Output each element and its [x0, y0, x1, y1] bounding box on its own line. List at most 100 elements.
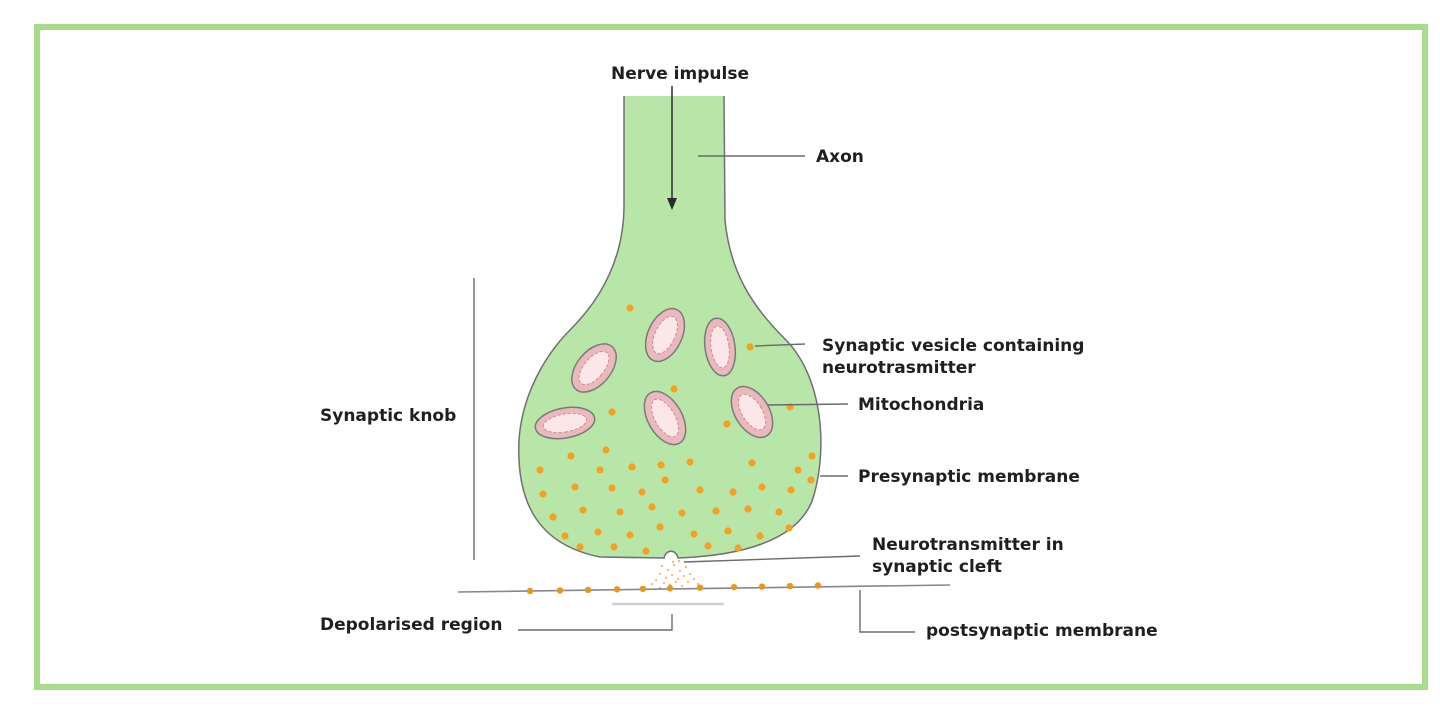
neurotransmitter-dot	[672, 563, 676, 567]
synaptic-vesicles	[536, 304, 816, 555]
neurotransmitter-dot	[684, 565, 688, 569]
vesicle-dot	[787, 486, 795, 494]
vesicle-dot	[602, 446, 610, 454]
vesicle-dot	[656, 523, 664, 531]
neurotransmitter-dot	[677, 559, 681, 563]
receptor-dot	[613, 586, 621, 593]
nerve-impulse-label: Nerve impulse	[611, 64, 749, 84]
neurotransmitter-dot	[658, 572, 662, 576]
receptor-dot	[814, 582, 822, 589]
vesicle-dot	[729, 488, 737, 496]
receptor-dot	[666, 585, 674, 592]
vesicle-dot	[670, 385, 678, 393]
vesicle-dot	[642, 547, 650, 555]
vesicle-dot	[616, 508, 624, 516]
neurotransmitter-dot	[662, 581, 666, 585]
vesicle-dot	[696, 486, 704, 494]
vesicle-dot	[748, 459, 756, 467]
vesicle-dot	[775, 508, 783, 516]
nerve-impulse-arrow	[667, 86, 677, 210]
vesicle-dot	[608, 408, 616, 416]
vesicle-dot	[608, 484, 616, 492]
vesicle-dot	[723, 420, 731, 428]
vesicle-dot	[794, 466, 802, 474]
vesicle-dot	[807, 476, 815, 484]
neurotransmitter-dot	[692, 577, 696, 581]
neurotransmitter-dot	[696, 582, 700, 586]
neurotransmitter-label-line2: synaptic cleft	[872, 557, 1002, 577]
membrane-receptors	[526, 582, 822, 595]
receptor-dot	[786, 582, 794, 590]
vesicle-dot	[648, 503, 656, 511]
vesicle-dot	[785, 524, 793, 532]
mitochondria-group	[534, 307, 774, 446]
vesicle-dot	[626, 304, 634, 312]
neurotransmitter-dot	[670, 573, 674, 577]
vesicle-dot	[661, 476, 669, 484]
mitochondrion	[534, 406, 596, 440]
vesicle-dot	[561, 532, 569, 540]
vesicle-dot	[724, 527, 732, 535]
neurotransmitter-dot	[680, 584, 684, 588]
receptor-dot	[730, 583, 738, 591]
vesicle-dot	[678, 509, 686, 517]
postsynaptic-membrane-leader	[859, 590, 915, 633]
synaptic-knob-label: Synaptic knob	[320, 406, 456, 426]
neurotransmitter-dot	[654, 578, 658, 582]
vesicle-dot	[567, 452, 575, 460]
postsynaptic-membrane-label: postsynaptic membrane	[926, 621, 1158, 641]
mitochondrion	[644, 307, 686, 363]
receptor-dot	[526, 587, 534, 595]
neurotransmitter-dot	[660, 564, 664, 568]
mitochondria-leader	[767, 403, 849, 406]
vesicle-dot	[686, 458, 694, 466]
vesicle-label-line1: Synaptic vesicle containing	[822, 336, 1084, 356]
vesicle-dot	[536, 466, 544, 474]
neurotransmitter-dot	[676, 577, 680, 581]
vesicle-dot	[758, 483, 766, 491]
depolarised-region-label: Depolarised region	[320, 615, 502, 635]
receptor-dot	[584, 586, 592, 594]
vesicle-dot	[657, 461, 665, 469]
vesicle-dot	[596, 466, 604, 474]
vesicle-dot	[626, 531, 634, 539]
receptor-dot	[556, 587, 564, 594]
mitochondrion	[730, 385, 774, 439]
neurotransmitter-dot	[686, 580, 690, 584]
presynaptic-membrane-label: Presynaptic membrane	[858, 467, 1080, 487]
vesicle-label-line2: neurotrasmitter	[822, 358, 976, 378]
postsynaptic-membrane-line	[457, 584, 951, 593]
neurotransmitter-dot	[671, 560, 675, 564]
vesicle-dot	[704, 542, 712, 550]
neurotransmitter-dot	[688, 572, 692, 576]
vesicle-leader	[754, 343, 806, 347]
neurotransmitter-dot	[674, 580, 678, 584]
vesicle-dot	[756, 532, 764, 540]
neurotransmitter-label-line1: Neurotransmitter in	[872, 535, 1064, 555]
vesicle-dot	[539, 490, 547, 498]
vesicle-dot	[594, 528, 602, 536]
vesicle-dot	[712, 507, 720, 515]
axon-label: Axon	[816, 147, 864, 167]
neurotransmitter-dot	[678, 569, 682, 573]
vesicle-dot	[808, 452, 816, 460]
mitochondrion	[571, 343, 617, 393]
vesicle-dot	[690, 530, 698, 538]
vesicle-dot	[744, 505, 752, 513]
vesicle-dot	[571, 483, 579, 491]
vesicle-dot	[549, 513, 557, 521]
neurotransmitter-dot	[666, 568, 670, 572]
vesicle-dot	[746, 343, 754, 351]
vesicle-dot	[610, 543, 618, 551]
vesicle-dot	[638, 488, 646, 496]
vesicle-dot	[734, 544, 742, 552]
neurotransmitter-dot	[664, 576, 668, 580]
vesicle-dot	[628, 463, 636, 471]
neurotransmitter-leader	[683, 555, 861, 563]
mitochondrion	[643, 390, 687, 446]
vesicle-dot	[576, 543, 584, 551]
receptor-dot	[639, 585, 647, 592]
neurotransmitter-dot	[682, 574, 686, 578]
vesicle-dot	[579, 506, 587, 514]
